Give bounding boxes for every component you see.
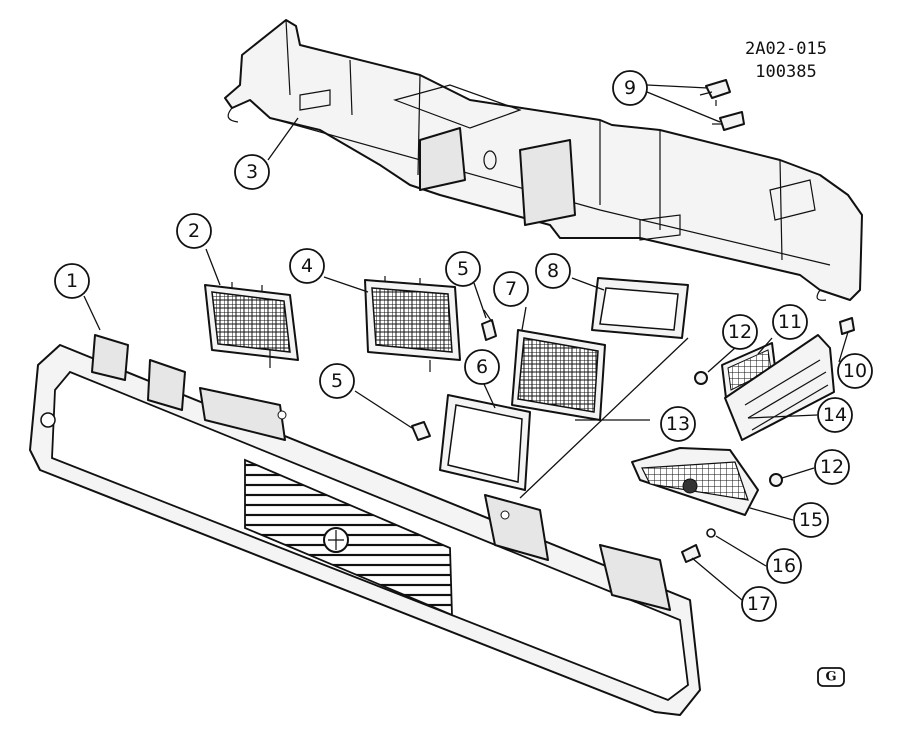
svg-text:5: 5	[331, 370, 343, 392]
svg-text:2: 2	[188, 220, 200, 242]
svg-text:G: G	[825, 670, 836, 685]
adjuster-screw-lower	[411, 421, 431, 441]
headlamp-left	[204, 282, 299, 368]
svg-text:5: 5	[457, 258, 469, 280]
washer-16	[706, 528, 716, 538]
svg-text:12: 12	[728, 321, 752, 343]
callout-6: 6	[464, 349, 500, 385]
callout-17: 17	[741, 586, 777, 622]
callout-14: 14	[817, 397, 853, 433]
svg-text:12: 12	[820, 456, 844, 478]
callout-11: 11	[772, 304, 808, 340]
svg-text:10: 10	[843, 360, 867, 382]
drawing-code: 2A02-015	[745, 39, 827, 59]
svg-text:16: 16	[772, 555, 796, 577]
parking-lamp	[631, 447, 759, 516]
svg-text:8: 8	[547, 260, 559, 282]
svg-text:1: 1	[66, 270, 78, 292]
callout-7: 7	[493, 271, 529, 307]
svg-text:15: 15	[799, 509, 823, 531]
callout-12-upper: 12	[722, 314, 758, 350]
adjuster-screw-upper	[481, 309, 497, 341]
retaining-ring-upper	[591, 277, 689, 339]
screw-10	[839, 317, 855, 335]
lamp-bezel	[724, 334, 835, 441]
callout-4: 4	[289, 248, 325, 284]
g-logo-icon: G	[817, 667, 845, 687]
svg-text:14: 14	[823, 404, 847, 426]
svg-text:7: 7	[505, 278, 517, 300]
headlamp-center	[364, 276, 461, 372]
svg-text:17: 17	[747, 593, 771, 615]
svg-text:11: 11	[778, 311, 802, 333]
svg-text:3: 3	[246, 161, 258, 183]
svg-text:4: 4	[301, 255, 313, 277]
callout-10: 10	[837, 353, 873, 389]
radiator-support-panel	[224, 19, 863, 301]
callout-3: 3	[234, 154, 270, 190]
svg-text:9: 9	[624, 77, 636, 99]
callout-15: 15	[793, 502, 829, 538]
screw-17	[681, 544, 701, 563]
callout-12-lower: 12	[814, 449, 850, 485]
svg-text:6: 6	[476, 356, 488, 378]
retaining-ring-lower	[439, 394, 531, 491]
assembly-bracket-13	[519, 337, 689, 499]
callout-5-lower: 5	[319, 363, 355, 399]
headlamp-right	[511, 329, 606, 421]
callout-1: 1	[54, 263, 90, 299]
grille-fascia	[29, 334, 701, 716]
callout-2: 2	[176, 213, 212, 249]
callout-5-upper: 5	[445, 251, 481, 287]
bracket-pair	[699, 79, 745, 131]
leader-lines	[83, 84, 849, 601]
callout-13: 13	[660, 406, 696, 442]
callout-8: 8	[535, 253, 571, 289]
drawing-date-code: 100385	[755, 62, 816, 82]
svg-text:13: 13	[666, 413, 690, 435]
callout-9: 9	[612, 70, 648, 106]
nut-12-lower	[769, 473, 783, 487]
nut-12-upper	[694, 371, 708, 385]
callout-16: 16	[766, 548, 802, 584]
